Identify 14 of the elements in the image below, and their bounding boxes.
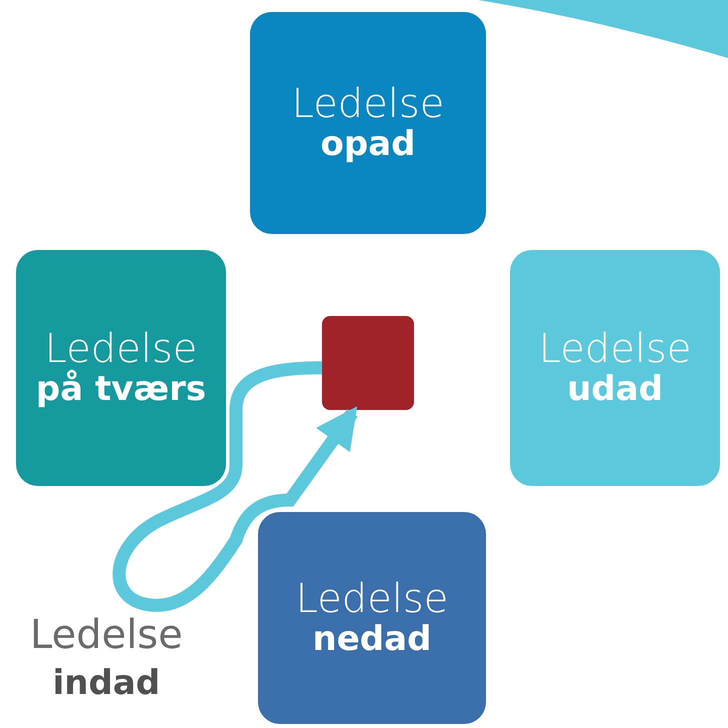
label-box	[16, 250, 226, 486]
node-subtitle: opad	[320, 126, 416, 164]
loop-arrow	[112, 361, 358, 612]
square-box	[322, 316, 414, 410]
node-subtitle: på tværs	[36, 371, 206, 409]
node-subtitle: udad	[567, 371, 663, 409]
node-title: Ledelse	[538, 327, 692, 372]
label-box	[250, 12, 486, 234]
label-box	[510, 250, 720, 486]
node-subtitle: nedad	[312, 621, 432, 659]
caption-text: Ledelse indad	[30, 612, 183, 704]
label-box	[258, 512, 486, 724]
node-title: Ledelse	[292, 82, 444, 126]
node-title: Ledelse	[296, 577, 448, 622]
